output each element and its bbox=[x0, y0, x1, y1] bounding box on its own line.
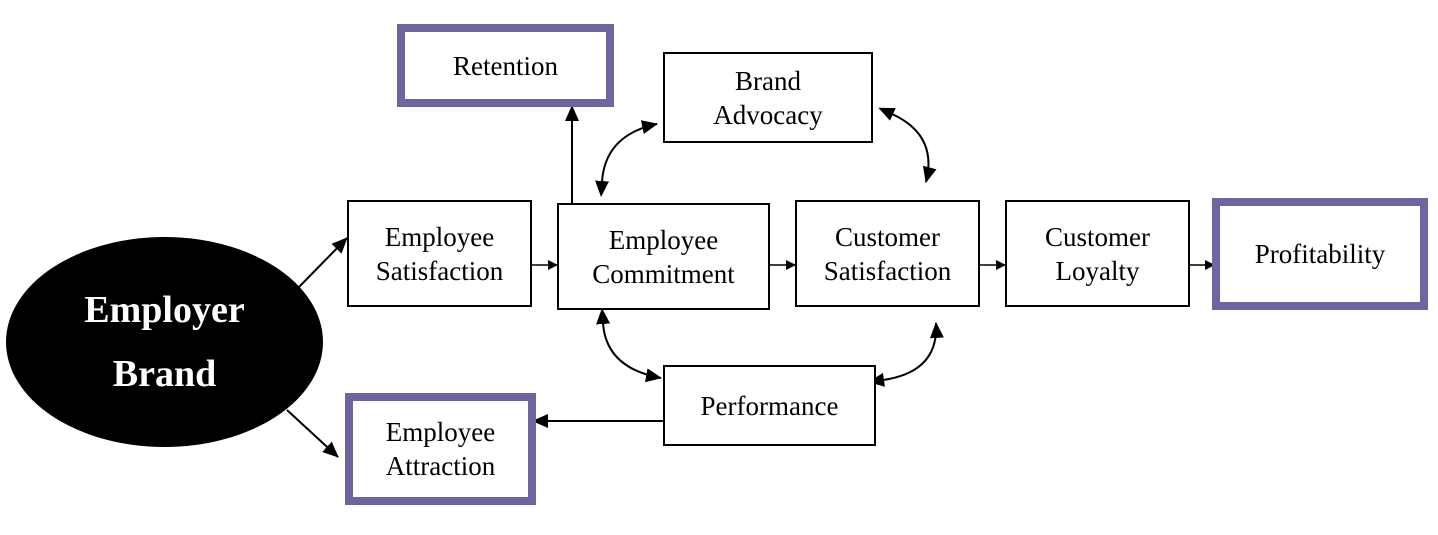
profitability-node: Profitability bbox=[1212, 198, 1428, 310]
brand-advocacy-node: Brand Advocacy bbox=[663, 52, 873, 143]
employee-satisfaction-node: Employee Satisfaction bbox=[347, 200, 532, 307]
employer-brand-node: Employer Brand bbox=[6, 237, 323, 447]
employee-attraction-node: Employee Attraction bbox=[345, 393, 536, 505]
performance-label: Performance bbox=[700, 390, 839, 421]
brand-advocacy-label: Brand Advocacy bbox=[713, 65, 823, 130]
arrow-advocacy-customer-satisfaction bbox=[878, 107, 937, 183]
customer-loyalty-label: Customer Loyalty bbox=[1045, 221, 1150, 286]
arrow-brand-to-satisfaction bbox=[297, 237, 348, 289]
customer-loyalty-node: Customer Loyalty bbox=[1005, 200, 1190, 307]
customer-satisfaction-label: Customer Satisfaction bbox=[823, 221, 952, 286]
arrow-commitment-advocacy bbox=[595, 120, 658, 197]
customer-satisfaction-node: Customer Satisfaction bbox=[795, 200, 980, 307]
arrow-performance-customer-satisfaction bbox=[868, 322, 944, 387]
arrow-brand-to-attraction bbox=[286, 409, 339, 458]
retention-label: Retention bbox=[453, 50, 558, 81]
profitability-label: Profitability bbox=[1254, 239, 1386, 269]
employee-commitment-label: Employee Commitment bbox=[592, 224, 735, 289]
employer-brand-label: Employer Brand bbox=[84, 289, 245, 395]
employee-commitment-node: Employee Commitment bbox=[557, 203, 770, 310]
arrow-commitment-performance bbox=[596, 308, 662, 383]
performance-node: Performance bbox=[663, 365, 876, 446]
employee-attraction-label: Employee Attraction bbox=[385, 417, 496, 481]
retention-node: Retention bbox=[397, 24, 614, 107]
employee-satisfaction-label: Employee Satisfaction bbox=[375, 221, 504, 286]
